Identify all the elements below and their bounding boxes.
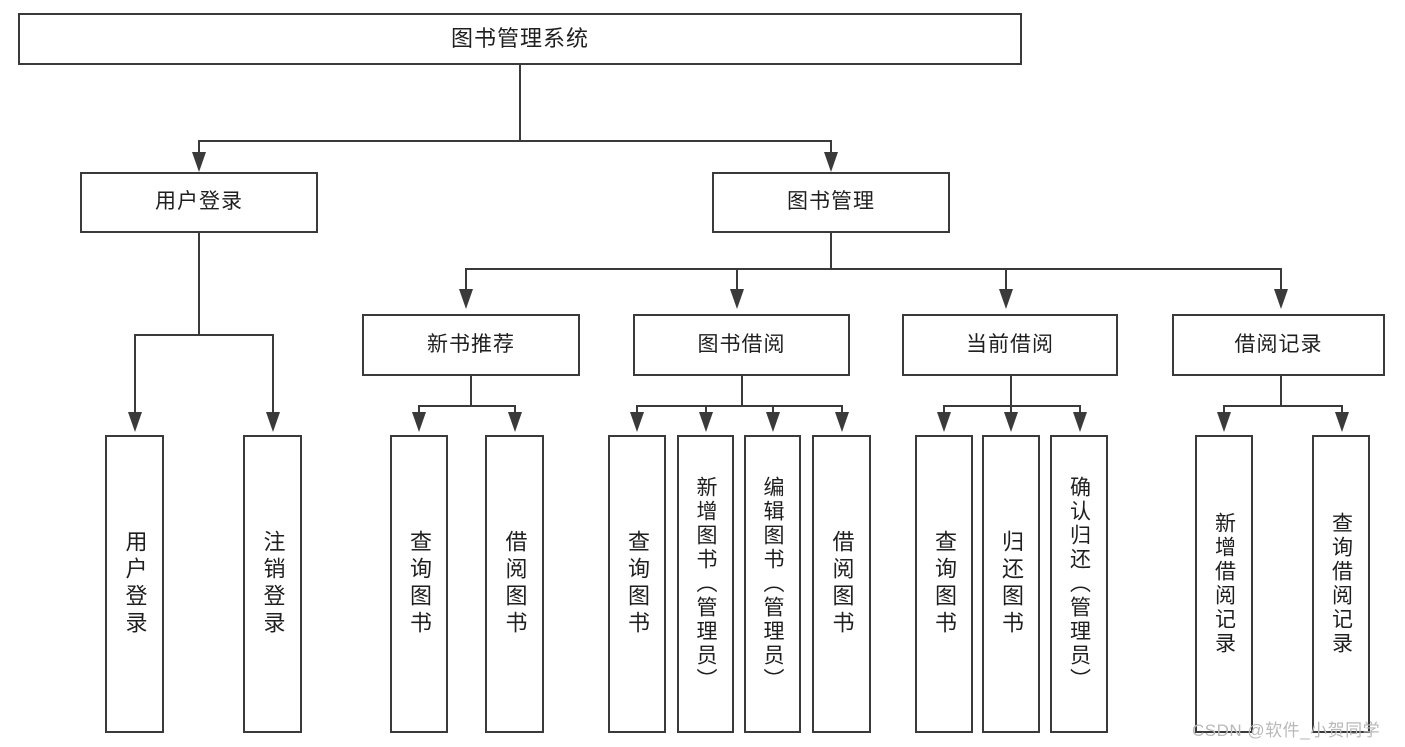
leaf-current-query-book[interactable]: 查询图书 [915, 435, 973, 733]
connector-login-leaf1 [134, 334, 136, 414]
connector-record-leaf2 [1341, 405, 1343, 414]
connector-login-leaf2 [272, 334, 274, 414]
arrowhead-to-record [1274, 289, 1288, 309]
leaf-label: 归还图书 [999, 530, 1024, 638]
leaf-label: 查询图书 [407, 530, 432, 638]
arrowhead-borrow-leaf4 [835, 412, 849, 432]
connector-borrow-stem [741, 376, 743, 406]
node-borrowing-record[interactable]: 借阅记录 [1172, 314, 1385, 376]
node-book-management[interactable]: 图书管理 [712, 172, 950, 233]
arrowhead-record-leaf1 [1217, 412, 1231, 432]
connector-root-stem [519, 65, 521, 141]
leaf-label: 注销登录 [260, 530, 286, 638]
connector-to-current [1005, 268, 1007, 290]
connector-record-stem [1280, 376, 1282, 406]
leaf-label: 编辑图书（管理员） [761, 476, 784, 692]
leaf-user-login[interactable]: 用户登录 [105, 435, 164, 733]
connector-current-leaf3 [1079, 405, 1081, 414]
node-label: 图书借阅 [697, 332, 786, 356]
connector-record-bus [1223, 405, 1341, 407]
leaf-newbook-query-book[interactable]: 查询图书 [390, 435, 448, 733]
connector-newbook-stem [470, 376, 472, 406]
connector-borrow-leaf3 [772, 405, 774, 414]
arrowhead-current-leaf1 [937, 412, 951, 432]
connector-to-borrow [736, 268, 738, 290]
connector-newbook-leaf2 [514, 405, 516, 414]
leaf-label: 查询图书 [932, 530, 957, 638]
connector-record-leaf1 [1223, 405, 1225, 414]
arrowhead-newbook-leaf1 [412, 412, 426, 432]
leaf-borrow-borrow-book[interactable]: 借阅图书 [812, 435, 871, 733]
leaf-borrow-query-book[interactable]: 查询图书 [608, 435, 666, 733]
leaf-current-return-book[interactable]: 归还图书 [982, 435, 1040, 733]
arrowhead-borrow-leaf3 [766, 412, 780, 432]
leaf-newbook-borrow-book[interactable]: 借阅图书 [485, 435, 544, 733]
connector-to-login [198, 140, 200, 155]
arrowhead-to-newbook [459, 289, 473, 309]
connector-to-record [1280, 268, 1282, 290]
connector-newbook-leaf1 [418, 405, 420, 414]
connector-login-stem [198, 233, 200, 335]
leaf-record-query-record[interactable]: 查询借阅记录 [1312, 435, 1370, 733]
node-label: 新书推荐 [427, 332, 515, 356]
arrowhead-to-current [999, 289, 1013, 309]
leaf-current-confirm-return-admin[interactable]: 确认归还（管理员） [1050, 435, 1108, 733]
arrowhead-current-leaf2 [1004, 412, 1018, 432]
node-root-book-management-system[interactable]: 图书管理系统 [18, 13, 1022, 65]
connector-borrow-leaf4 [841, 405, 843, 414]
arrowhead-current-leaf3 [1073, 412, 1087, 432]
leaf-label: 借阅图书 [829, 530, 855, 638]
connector-borrow-bus [636, 405, 841, 407]
leaf-borrow-edit-book-admin[interactable]: 编辑图书（管理员） [744, 435, 801, 733]
leaf-label: 确认归还（管理员） [1067, 476, 1091, 692]
leaf-label: 新增借阅记录 [1212, 512, 1236, 656]
connector-borrow-leaf1 [636, 405, 638, 414]
connector-to-newbook [465, 268, 467, 290]
node-new-book-recommendation[interactable]: 新书推荐 [362, 314, 580, 376]
node-label: 借阅记录 [1234, 332, 1323, 356]
connector-level2-bus [465, 268, 1280, 270]
connector-bookmgr-stem [830, 233, 832, 269]
arrowhead-login-leaf1 [128, 412, 142, 432]
connector-newbook-bus [418, 405, 516, 407]
watermark-text: CSDN @软件_小贺同学 [1192, 721, 1381, 740]
leaf-label: 查询借阅记录 [1329, 512, 1353, 656]
node-label: 用户登录 [155, 190, 243, 214]
arrowhead-login-leaf2 [266, 412, 280, 432]
arrowhead-borrow-leaf1 [630, 412, 644, 432]
node-label: 当前借阅 [966, 332, 1054, 356]
node-current-borrowing[interactable]: 当前借阅 [902, 314, 1118, 376]
leaf-record-add-record[interactable]: 新增借阅记录 [1195, 435, 1253, 733]
arrowhead-record-leaf2 [1335, 412, 1349, 432]
arrowhead-to-bookmgr [824, 152, 838, 172]
connector-level1-bus [198, 140, 830, 142]
arrowhead-newbook-leaf2 [508, 412, 522, 432]
connector-to-bookmgr [830, 140, 832, 155]
connector-current-leaf1 [943, 405, 945, 414]
node-book-borrowing[interactable]: 图书借阅 [633, 314, 850, 376]
connector-borrow-leaf2 [705, 405, 707, 414]
connector-current-leaf2 [1010, 405, 1012, 414]
connector-current-stem [1010, 376, 1012, 406]
node-label: 图书管理 [787, 190, 875, 214]
arrowhead-to-borrow [730, 289, 744, 309]
connector-login-bus [134, 334, 272, 336]
arrowhead-borrow-leaf2 [699, 412, 713, 432]
leaf-borrow-add-book-admin[interactable]: 新增图书（管理员） [677, 435, 734, 733]
leaf-label: 新增图书（管理员） [694, 476, 717, 692]
leaf-label: 用户登录 [122, 530, 148, 638]
node-user-login[interactable]: 用户登录 [80, 172, 318, 233]
leaf-label: 借阅图书 [502, 530, 528, 638]
leaf-label: 查询图书 [625, 530, 650, 638]
node-label: 图书管理系统 [450, 26, 589, 52]
leaf-logout[interactable]: 注销登录 [243, 435, 302, 733]
arrowhead-to-login [192, 152, 206, 172]
